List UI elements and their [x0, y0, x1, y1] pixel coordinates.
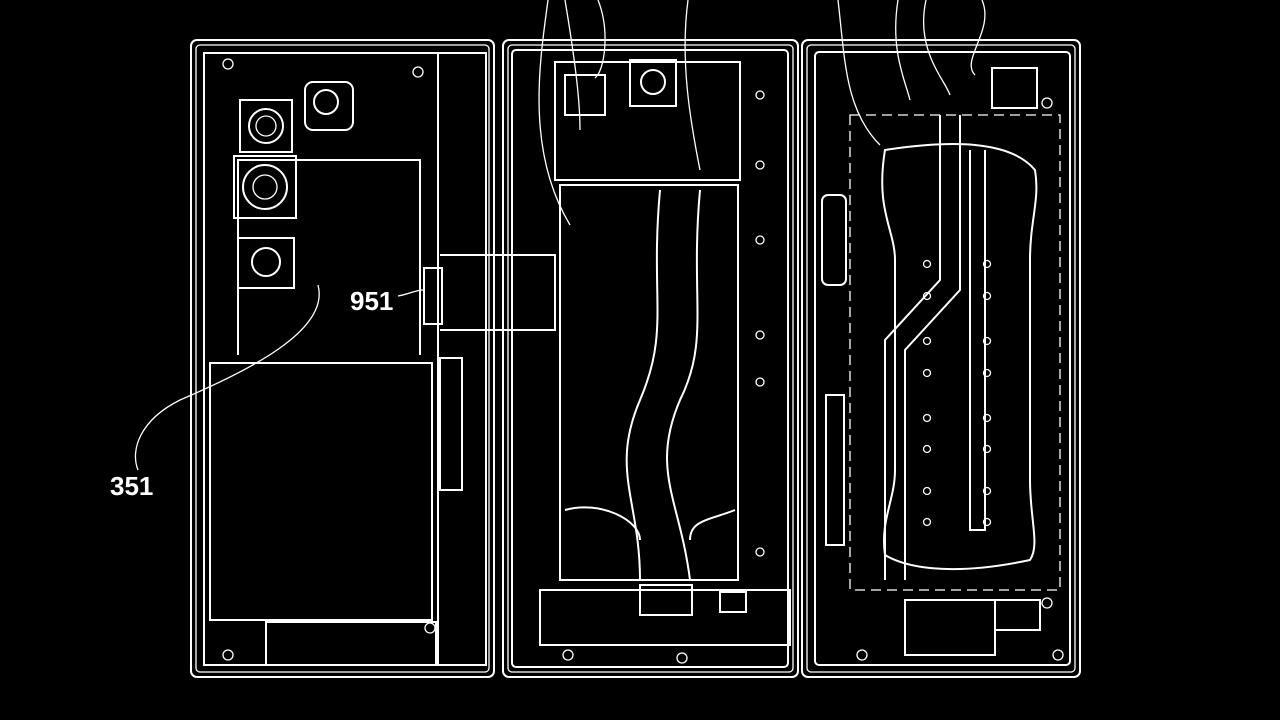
middle-panel: [440, 0, 799, 678]
left-panel: [134, 39, 495, 678]
reference-label-951: 951: [350, 286, 393, 316]
reference-label-351: 351: [110, 471, 153, 501]
camera-module-2: [233, 155, 297, 219]
leader-951: [397, 289, 425, 297]
right-panel: [801, 0, 1081, 678]
camera-module-3: [237, 237, 295, 289]
connector-951: [423, 267, 443, 325]
camera-module-1: [239, 99, 293, 153]
battery-dots: [922, 259, 992, 527]
